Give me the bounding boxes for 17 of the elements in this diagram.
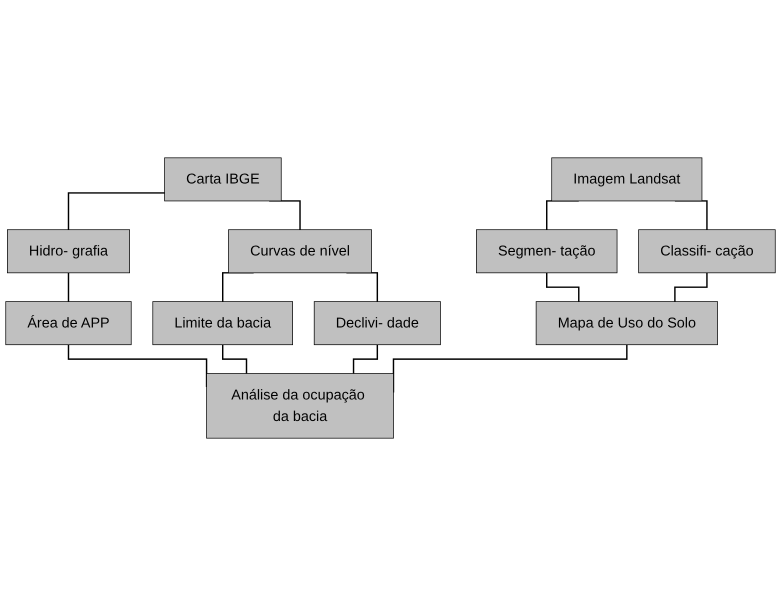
node-box: Classifi- cação: [638, 229, 776, 274]
node-box: Carta IBGE: [164, 157, 282, 202]
connector: [674, 272, 708, 302]
node-box: Análise da ocupação da bacia: [206, 373, 394, 439]
node-box: Segmen- tação: [476, 229, 618, 274]
node-box: Hidro- grafia: [7, 229, 130, 274]
connector: [222, 344, 248, 374]
connector: [68, 272, 70, 302]
node-box: Área de APP: [5, 301, 132, 346]
connector: [352, 344, 378, 374]
node-box: Curvas de nível: [228, 229, 372, 274]
node-box: Mapa de Uso do Solo: [536, 301, 718, 346]
node-box: Limite da bacia: [152, 301, 293, 346]
connector: [546, 272, 580, 302]
connector: [68, 192, 165, 230]
node-box: Declivi- dade: [314, 301, 441, 346]
node-box: Imagem Landsat: [551, 157, 702, 202]
